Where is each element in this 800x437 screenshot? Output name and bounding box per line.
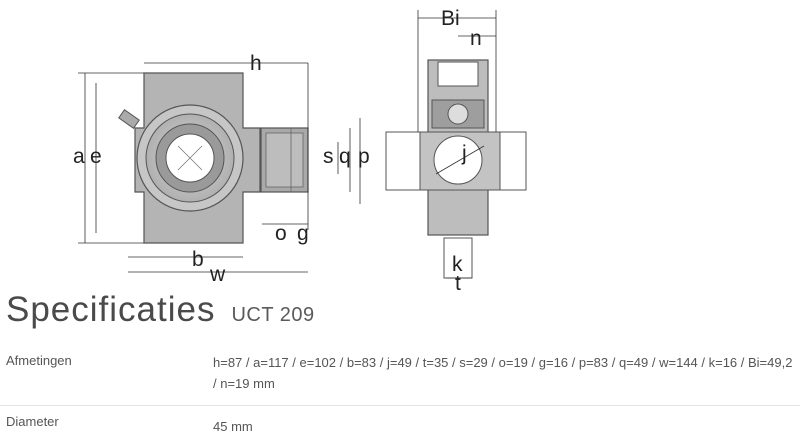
front-view	[78, 62, 361, 273]
spec-label: Diameter	[6, 414, 59, 429]
row-divider	[0, 405, 800, 406]
spec-label: Afmetingen	[6, 353, 72, 368]
dim-label-o: o	[275, 222, 287, 245]
dim-label-k: k	[452, 253, 463, 276]
spec-value: 45 mm	[213, 419, 253, 434]
dim-label-q: q	[339, 145, 351, 168]
dim-label-t: t	[455, 272, 461, 290]
spec-model: UCT 209	[231, 304, 315, 326]
dim-label-n: n	[470, 27, 482, 50]
dim-label-a: a	[73, 145, 85, 168]
dim-label-h: h	[250, 52, 262, 75]
dim-label-e: e	[90, 145, 102, 168]
technical-drawing: h a e s q p o g b w Bi n j k t	[73, 7, 527, 290]
spec-row-diameter: Diameter 45 mm	[0, 412, 800, 436]
dim-label-s: s	[323, 145, 334, 168]
side-view	[385, 10, 527, 279]
spec-heading: Specificaties UCT 209	[6, 290, 315, 334]
dim-label-bi: Bi	[441, 7, 460, 30]
dim-label-g: g	[297, 222, 309, 245]
spec-value: h=87 / a=117 / e=102 / b=83 / j=49 / t=3…	[213, 355, 793, 391]
spec-title: Specificaties	[6, 290, 216, 329]
dim-label-w: w	[209, 263, 226, 286]
dim-label-b: b	[192, 248, 204, 271]
dim-label-p: p	[358, 145, 370, 168]
dim-label-j: j	[461, 142, 467, 165]
spec-row-dimensions: Afmetingen h=87 / a=117 / e=102 / b=83 /…	[0, 349, 800, 401]
